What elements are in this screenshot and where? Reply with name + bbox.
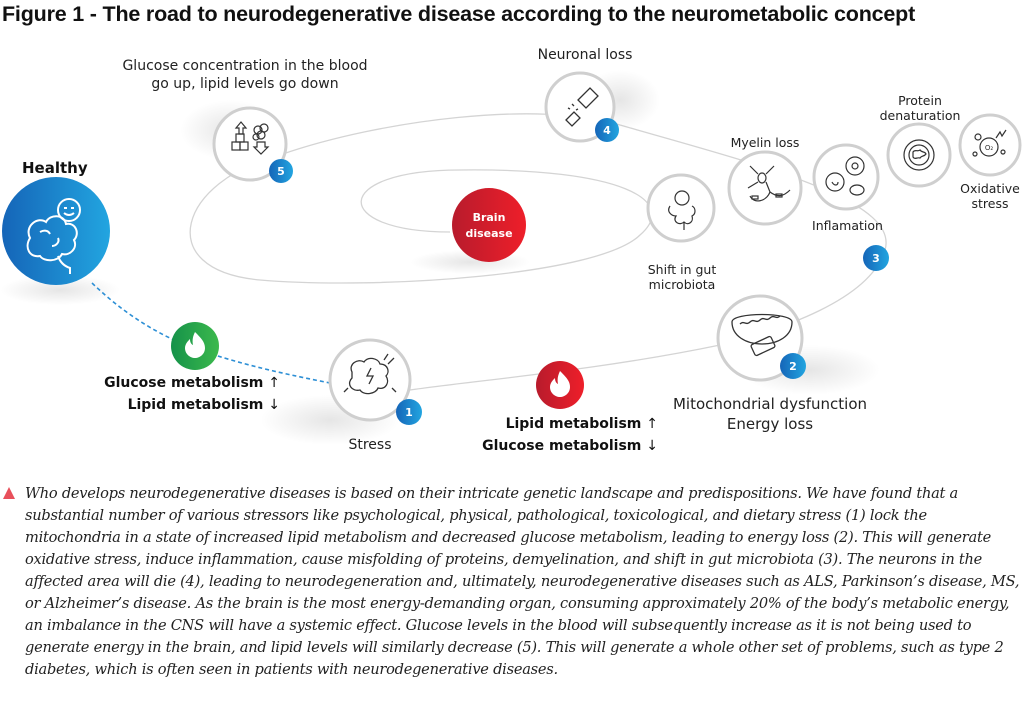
myelin-loss-label: Myelin loss (730, 135, 800, 150)
intestine-icon (668, 190, 696, 230)
arrow-down-icon: ↓ (646, 438, 658, 454)
happy-brain-icon (26, 198, 81, 274)
lipid-down-text: Lipid metabolism (127, 397, 264, 413)
disease-metabolism-label: Lipid metabolism ↑ Glucose metabolism ↓ (440, 413, 658, 457)
gut-microbiota-label: Shift in gut microbiota (632, 262, 732, 292)
stage-1-node: 1 (328, 338, 422, 425)
oxidative-label-line-1: Oxidative (960, 181, 1020, 196)
stage-1-label: Stress (348, 437, 392, 453)
stage-4-badge: 4 (603, 124, 611, 137)
protein-icon (903, 139, 935, 171)
caption-marker-icon (3, 487, 15, 499)
protein-label-line-1: Protein (898, 93, 942, 108)
stage-4-node: 4 (544, 71, 619, 143)
stage-2-node: 2 (716, 294, 806, 382)
healthy-metabolism-label: Glucose metabolism ↑ Lipid metabolism ↓ (70, 372, 280, 416)
arrow-up-icon: ↑ (646, 416, 658, 432)
figure-title: Figure 1 - The road to neurodegenerative… (2, 2, 916, 26)
protein-denaturation-node (886, 122, 952, 188)
protein-denaturation-label: Protein denaturation (875, 93, 965, 123)
brain-disease-label-2: disease (465, 227, 512, 240)
healthy-node (2, 177, 110, 285)
immune-cells-icon (825, 156, 865, 196)
oxidative-label-line-2: stress (971, 196, 1009, 211)
stage-3-badge: 3 (872, 252, 880, 265)
flame-icon (550, 371, 570, 397)
lipid-up-text: Lipid metabolism (505, 416, 642, 432)
stage-5-label-line-1: Glucose concentration in the blood (122, 58, 368, 74)
disease-metabolism-icon (536, 361, 584, 409)
stage-5-label: Glucose concentration in the blood go up… (90, 57, 400, 93)
stage-2-label-line-2: Energy loss (726, 415, 814, 433)
figure-caption: Who develops neurodegenerative diseases … (25, 485, 1020, 678)
stage-1-badge: 1 (405, 406, 413, 419)
stage-4-label: Neuronal loss (537, 47, 633, 63)
myelin-loss-node (727, 150, 803, 226)
arrow-down-icon: ↓ (268, 397, 280, 413)
flame-icon (185, 332, 205, 358)
inflamation-node (812, 143, 880, 211)
brain-disease-label-1: Brain (473, 211, 506, 224)
gut-label-line-2: microbiota (648, 277, 716, 292)
protein-label-line-2: denaturation (879, 108, 961, 123)
glucose-up-text: Glucose metabolism (104, 375, 264, 391)
stage-3-badge-group: 3 (863, 245, 889, 271)
stress-icon (343, 353, 397, 395)
neurometabolic-diagram: Brain disease 1 (0, 70, 1022, 445)
glucose-lipid-icon (231, 121, 270, 155)
healthy-metabolism-icon (171, 322, 219, 370)
oxygen-radical-icon (972, 129, 1007, 157)
brain-disease-node: Brain disease (452, 188, 526, 262)
oxidative-stress-node: O₂ (958, 113, 1022, 177)
neuron-myelin-icon (747, 165, 791, 202)
stage-2-label-line-1: Mitochondrial dysfunction (672, 395, 868, 413)
arrow-up-icon: ↑ (268, 375, 280, 391)
glucose-down-text: Glucose metabolism (482, 438, 642, 454)
stage-5-badge: 5 (277, 165, 285, 178)
healthy-label: Healthy (22, 159, 88, 177)
gut-microbiota-node (646, 173, 716, 243)
inflamation-label: Inflamation (812, 218, 883, 233)
stage-2-label: Mitochondrial dysfunction Energy loss (650, 394, 890, 434)
stage-5-label-line-2: go up, lipid levels go down (151, 76, 339, 92)
mitochondria-battery-icon (731, 313, 793, 357)
broken-neuron-icon (565, 87, 599, 127)
oxidative-stress-label: Oxidative stress (950, 181, 1024, 211)
gut-label-line-1: Shift in gut (647, 262, 717, 277)
oxygen-symbol: O₂ (985, 144, 994, 152)
stage-2-badge: 2 (789, 360, 797, 373)
stage-5-node: 5 (212, 106, 293, 183)
